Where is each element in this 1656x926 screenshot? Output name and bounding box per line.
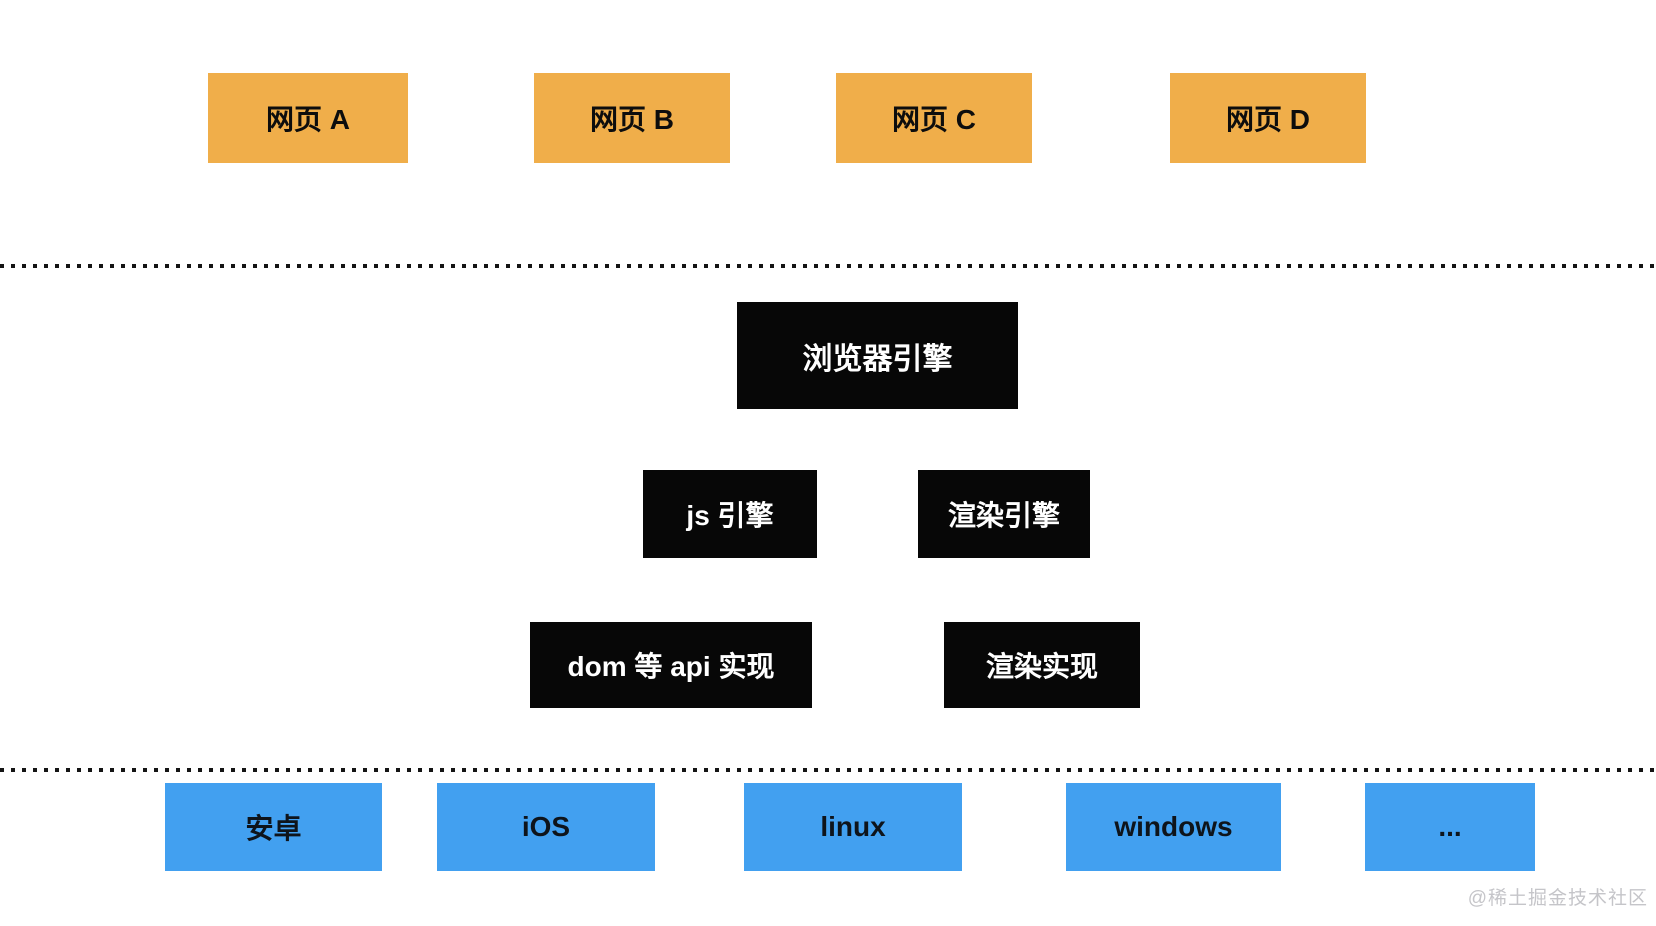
render-engine-label: 渲染引擎 <box>947 500 1060 531</box>
watermark-text: @稀土掘金技术社区 <box>1467 888 1648 909</box>
dotted-divider-bottom <box>0 768 1656 772</box>
platform-linux-box: linux <box>744 783 962 871</box>
web-page-c-label: 网页 C <box>891 104 976 135</box>
platform-more-box: ... <box>1365 783 1535 871</box>
platform-linux-label: linux <box>820 811 886 842</box>
platform-ios-box: iOS <box>437 783 655 871</box>
platform-windows-box: windows <box>1066 783 1281 871</box>
platform-android-box: 安卓 <box>165 783 382 871</box>
web-page-b-box: 网页 B <box>534 73 730 163</box>
render-engine-box: 渲染引擎 <box>918 470 1090 558</box>
platform-more-label: ... <box>1438 811 1462 842</box>
platform-ios-label: iOS <box>521 811 571 842</box>
web-page-a-box: 网页 A <box>208 73 408 163</box>
web-page-d-label: 网页 D <box>1225 104 1310 135</box>
dotted-divider-top <box>0 264 1656 268</box>
platform-windows-label: windows <box>1114 811 1233 842</box>
platform-android-label: 安卓 <box>245 813 302 844</box>
render-implementation-label: 渲染实现 <box>985 651 1098 682</box>
js-engine-box: js 引擎 <box>643 470 817 558</box>
js-engine-label: js 引擎 <box>686 500 774 531</box>
browser-engine-box: 浏览器引擎 <box>737 302 1018 409</box>
web-page-a-label: 网页 A <box>265 104 350 135</box>
web-page-d-box: 网页 D <box>1170 73 1366 163</box>
render-implementation-box: 渲染实现 <box>944 622 1140 708</box>
web-page-c-box: 网页 C <box>836 73 1032 163</box>
dom-api-implementation-box: dom 等 api 实现 <box>530 622 812 708</box>
web-page-b-label: 网页 B <box>589 104 674 135</box>
browser-engine-label: 浏览器引擎 <box>802 342 953 376</box>
dom-api-implementation-label: dom 等 api 实现 <box>567 651 775 682</box>
